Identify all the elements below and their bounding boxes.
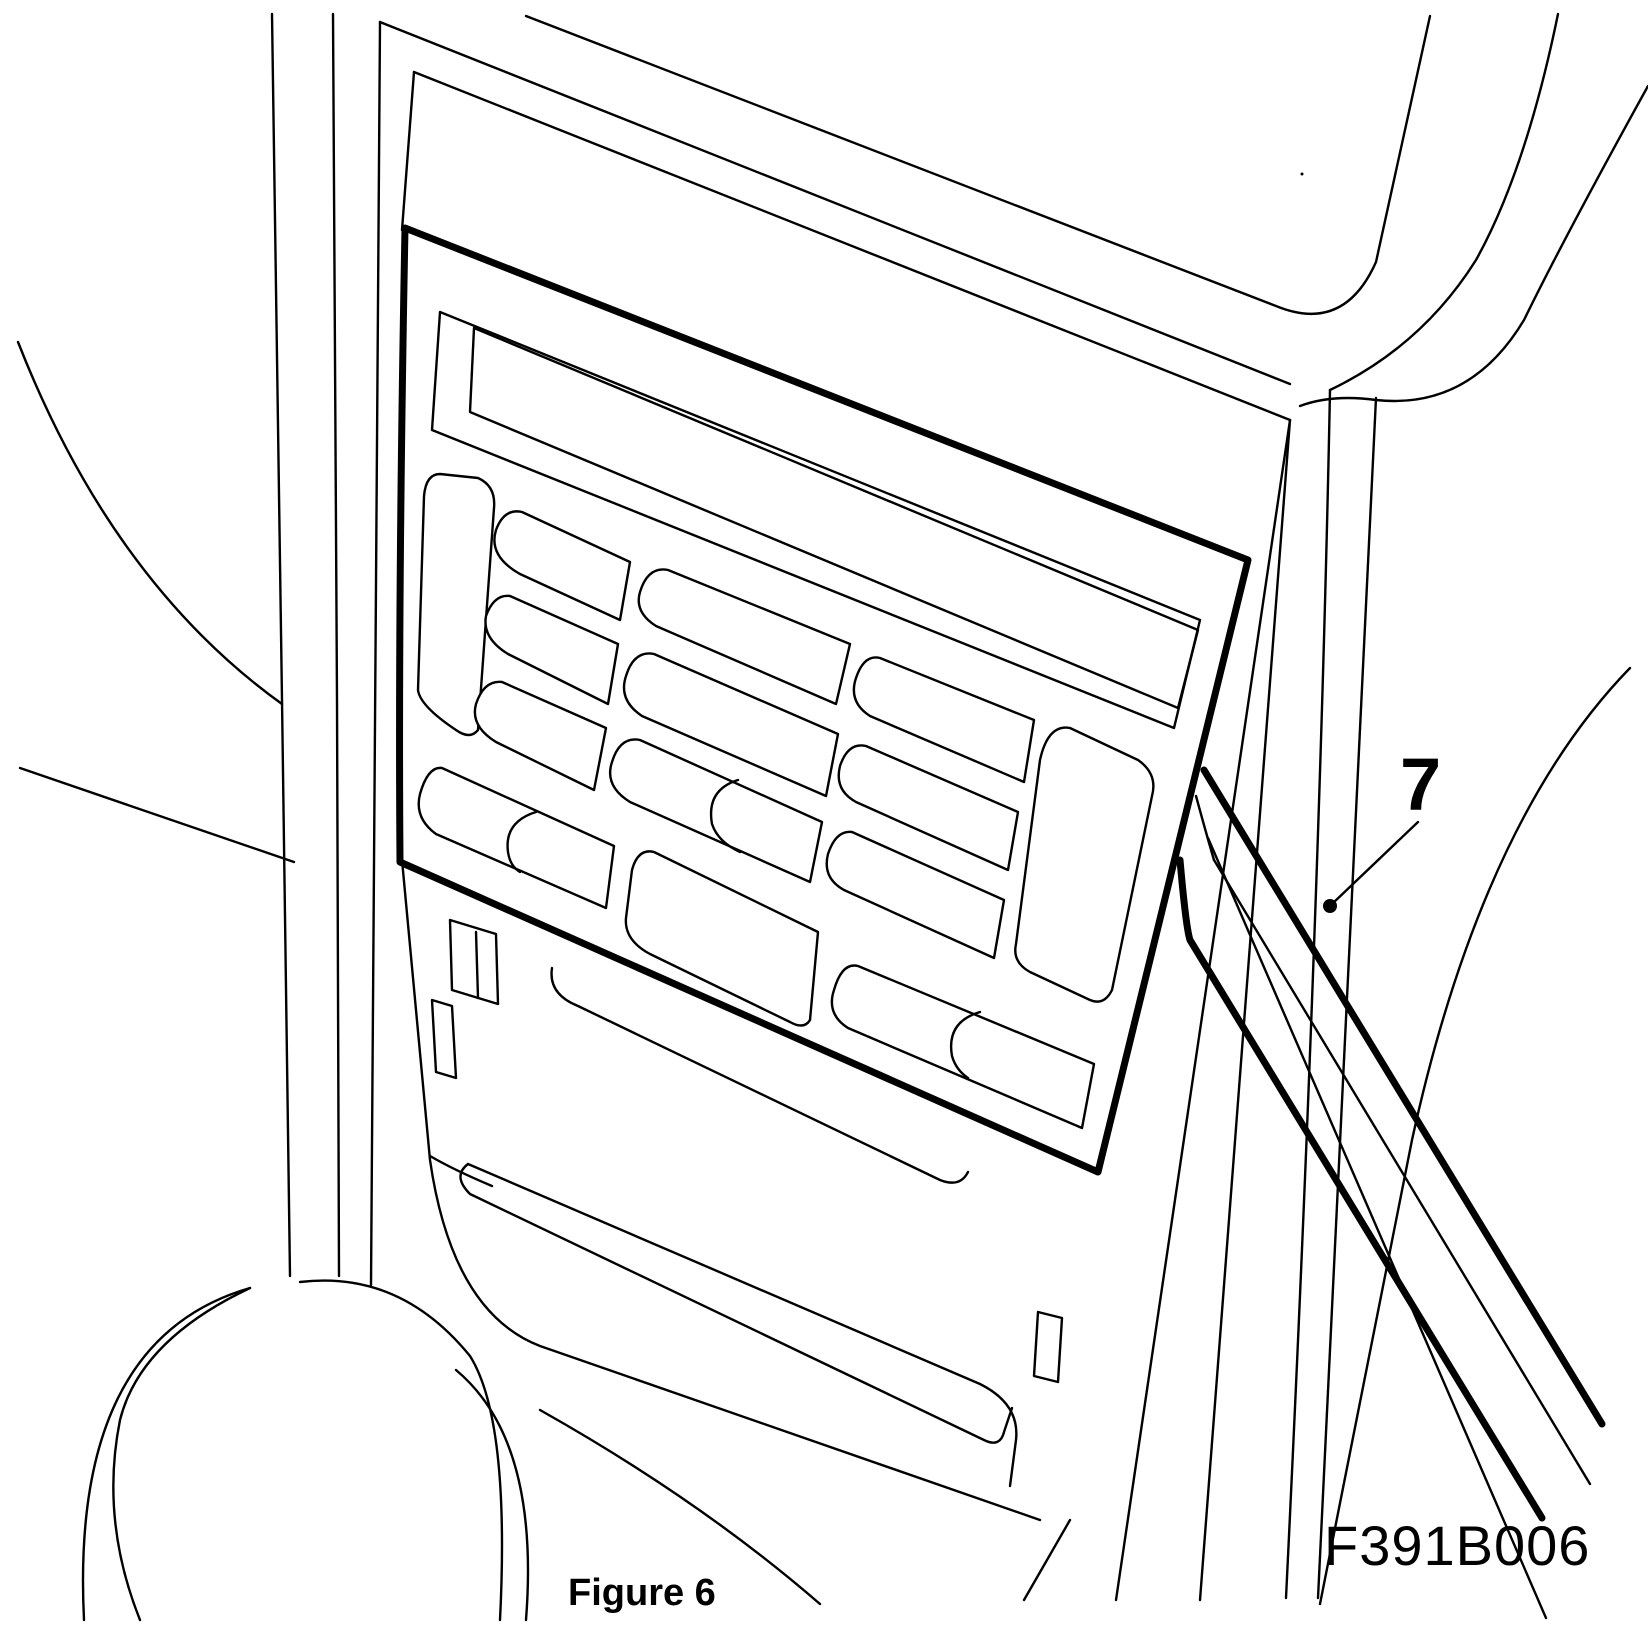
- button-r3c2: [608, 738, 824, 884]
- callout-number: 7: [1400, 743, 1442, 826]
- slot-small-2: [430, 998, 458, 1080]
- figure-caption: Figure 6: [568, 1572, 716, 1614]
- removable-panel-outline: [396, 224, 1252, 1176]
- steering-wheel: [81, 1279, 822, 1622]
- button-r5c3-divider: [949, 1010, 982, 1080]
- slot-small-1: [448, 918, 500, 1006]
- slot-small-3: [1032, 1310, 1064, 1384]
- right-tall-button: [1014, 726, 1155, 1003]
- display-window: [430, 310, 1202, 730]
- left-tall-button: [416, 472, 496, 737]
- button-r3c1: [473, 680, 608, 792]
- prying-tool: [1176, 766, 1606, 1522]
- button-r1c2: [637, 568, 852, 706]
- button-r4c1-divider: [506, 810, 538, 874]
- left-pillar: [16, 12, 382, 1287]
- cd-slot: [550, 966, 970, 1184]
- button-r2c2: [622, 652, 840, 798]
- callout-leader: [1323, 820, 1420, 913]
- button-r3c3: [825, 830, 1006, 960]
- drawing-code: F391B006: [1324, 1514, 1591, 1577]
- button-r5c3: [830, 964, 1096, 1130]
- console-housing: [378, 12, 1648, 422]
- button-r2c3: [837, 744, 1020, 872]
- button-r1c3: [852, 656, 1036, 784]
- lower-console-details: [428, 918, 1064, 1488]
- button-r1c1: [493, 510, 632, 622]
- button-r2c1: [484, 594, 620, 706]
- console-lower-body: [400, 388, 1632, 1620]
- button-r3c2-divider: [709, 778, 742, 854]
- tray-opening: [459, 1162, 1014, 1444]
- control-buttons: [416, 472, 1155, 1130]
- button-r4c2: [624, 850, 820, 1027]
- button-r4c1: [417, 766, 616, 910]
